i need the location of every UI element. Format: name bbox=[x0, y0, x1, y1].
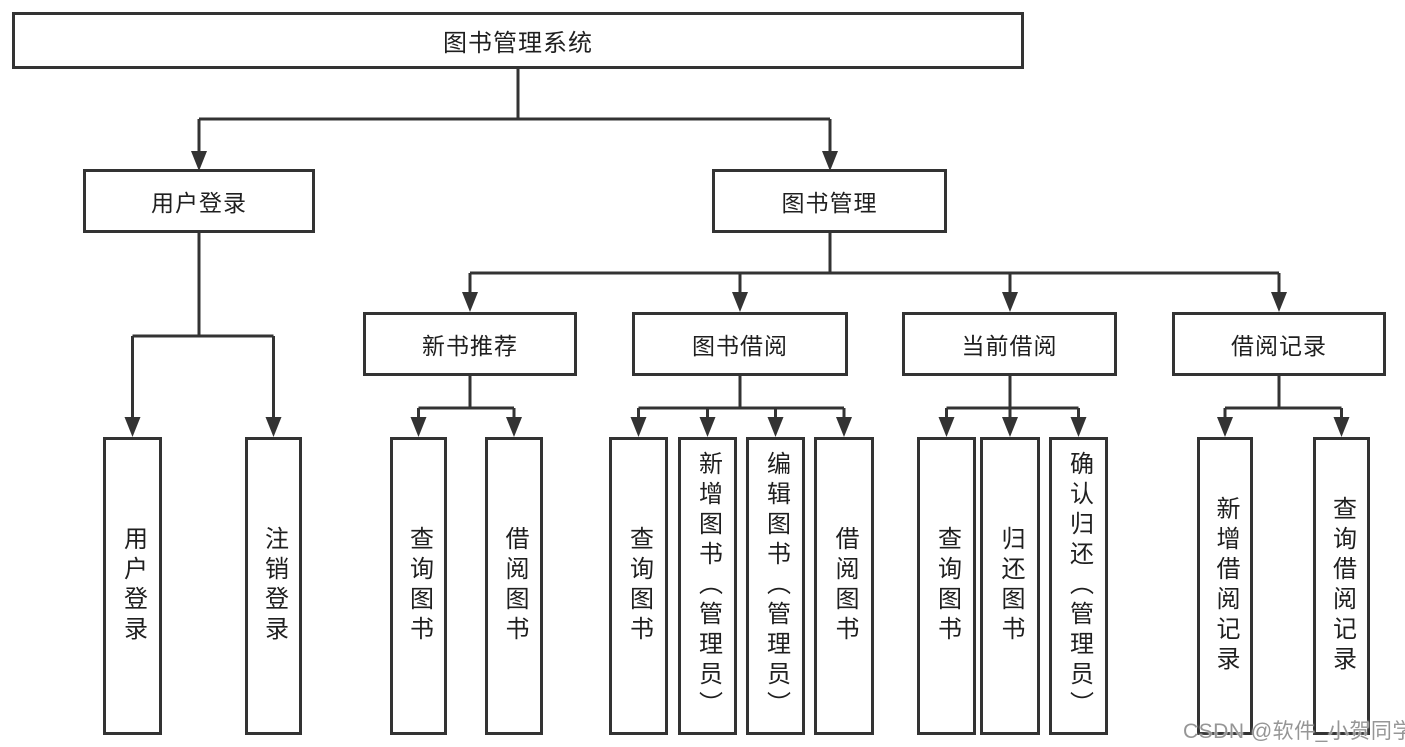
node-new-book-recommendation: 新书推荐 bbox=[363, 312, 577, 376]
leaf-user-login: 用户登录 bbox=[103, 437, 162, 735]
leaf-query-books-current: 查询图书 bbox=[917, 437, 976, 735]
leaf-borrow-books: 借阅图书 bbox=[814, 437, 874, 735]
node-book-borrowing: 图书借阅 bbox=[632, 312, 848, 376]
leaf-edit-book-admin-label: 编辑图书（管理员） bbox=[762, 451, 790, 721]
leaf-confirm-return-admin: 确认归还（管理员） bbox=[1049, 437, 1108, 735]
leaf-add-book-admin: 新增图书（管理员） bbox=[678, 437, 737, 735]
leaf-add-borrow-record: 新增借阅记录 bbox=[1197, 437, 1253, 735]
leaf-query-books-borrowing: 查询图书 bbox=[609, 437, 668, 735]
leaf-query-books-borrowing-label: 查询图书 bbox=[625, 526, 653, 646]
leaf-query-books-current-label: 查询图书 bbox=[933, 526, 961, 646]
node-user-login: 用户登录 bbox=[83, 169, 315, 233]
node-borrowing-records: 借阅记录 bbox=[1172, 312, 1386, 376]
node-library-management-system: 图书管理系统 bbox=[12, 12, 1024, 69]
leaf-logout-label: 注销登录 bbox=[260, 526, 288, 646]
watermark: CSDN @软件_小贺同学 bbox=[1183, 720, 1405, 743]
leaf-return-books: 归还图书 bbox=[980, 437, 1040, 735]
node-current-borrowing: 当前借阅 bbox=[902, 312, 1117, 376]
leaf-query-books-recommend-label: 查询图书 bbox=[405, 526, 433, 646]
leaf-borrow-books-recommend-label: 借阅图书 bbox=[501, 526, 528, 646]
leaf-borrow-books-recommend: 借阅图书 bbox=[485, 437, 543, 735]
leaf-edit-book-admin: 编辑图书（管理员） bbox=[746, 437, 805, 735]
leaf-user-login-label: 用户登录 bbox=[119, 526, 147, 646]
leaf-query-books-recommend: 查询图书 bbox=[390, 437, 447, 735]
leaf-add-book-admin-label: 新增图书（管理员） bbox=[694, 451, 722, 721]
leaf-add-borrow-record-label: 新增借阅记录 bbox=[1212, 496, 1239, 676]
leaf-logout: 注销登录 bbox=[245, 437, 302, 735]
leaf-return-books-label: 归还图书 bbox=[997, 526, 1024, 646]
leaf-borrow-books-label: 借阅图书 bbox=[831, 526, 858, 646]
leaf-query-borrow-record: 查询借阅记录 bbox=[1313, 437, 1370, 735]
node-book-management: 图书管理 bbox=[712, 169, 947, 233]
leaf-query-borrow-record-label: 查询借阅记录 bbox=[1328, 496, 1356, 676]
leaf-confirm-return-admin-label: 确认归还（管理员） bbox=[1065, 451, 1093, 721]
